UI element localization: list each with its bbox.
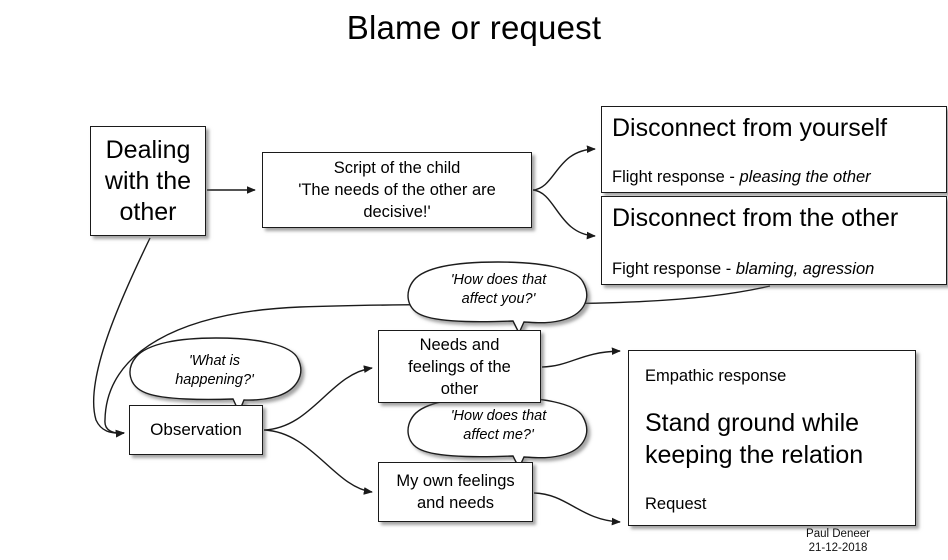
node-stand-ground-heading-line-2: keeping the relation — [645, 441, 864, 469]
edge-observation-to-my-feelings — [263, 429, 373, 495]
node-disconnect-other-heading: Disconnect from the other — [612, 204, 899, 232]
node-stand-ground-heading-line-1: Stand ground while — [645, 409, 860, 437]
node-stand-ground-top-label: Empathic response — [645, 367, 787, 385]
edge-needs-other-to-stand-ground — [541, 347, 621, 368]
node-observation-label: Observation — [150, 420, 242, 439]
edge-disconnect-other-to-observation — [104, 285, 771, 438]
node-my-feelings-line-2: and needs — [416, 494, 495, 512]
node-script-line-2: 'The needs of the other are — [298, 181, 496, 199]
edge-observation-to-needs-other — [263, 365, 373, 431]
node-disconnect-self-subtext: Flight response - pleasing the other — [612, 166, 871, 188]
edge-my-feelings-to-stand-ground — [533, 492, 621, 526]
node-disconnect-other-sub-emphasis: blaming, agression — [735, 260, 875, 278]
bubble-shape-what-is-happening — [129, 337, 302, 414]
node-disconnect-self-sub-emphasis: pleasing the other — [739, 168, 871, 186]
bubble-shape-affect-me — [407, 396, 588, 470]
node-dealing-with-the-other[interactable]: Dealing with the other — [90, 126, 206, 236]
credit-block: Paul Deneer 21-12-2018 — [748, 528, 928, 555]
bubble-shape-affect-you — [407, 261, 588, 335]
node-script-line-1: Script of the child — [333, 159, 461, 177]
node-script-of-the-child[interactable]: Script of the child 'The needs of the ot… — [262, 152, 532, 228]
node-disconnect-self-heading: Disconnect from yourself — [612, 114, 888, 142]
bubble-how-does-that-affect-me[interactable]: 'How does that affect me?' — [411, 399, 586, 457]
bubble-affect-me-line-1: 'How does that — [450, 408, 547, 424]
credit-author: Paul Deneer — [806, 528, 870, 540]
bubble-what-is-happening-line-1: 'What is — [188, 352, 241, 369]
page-title: Blame or request — [346, 9, 602, 46]
bubble-what-is-happening-text: 'What is happening?' — [175, 352, 254, 394]
node-needs-other-line-2: feelings of the — [408, 357, 511, 376]
node-my-own-feelings-and-needs[interactable]: My own feelings and needs — [378, 462, 533, 522]
node-needs-and-feelings-of-the-other[interactable]: Needs and feelings of the other — [378, 330, 541, 403]
bubble-affect-you-line-1: 'How does that — [450, 272, 547, 288]
bubble-what-is-happening-line-2: happening?' — [175, 371, 254, 388]
node-observation[interactable]: Observation — [129, 405, 263, 455]
edge-script-to-disconnect-self — [532, 145, 596, 191]
bubble-affect-me-text: 'How does that affect me?' — [451, 407, 546, 449]
node-stand-ground-while-keeping-the-relation[interactable]: Empathic response Stand ground while kee… — [628, 350, 916, 526]
node-stand-ground-bottom-label: Request — [645, 495, 707, 513]
edge-script-to-disconnect-other — [532, 189, 596, 240]
bubble-what-is-happening[interactable]: 'What is happening?' — [133, 341, 296, 404]
node-disconnect-other-subtext: Fight response - blaming, agression — [612, 258, 874, 280]
node-disconnect-from-yourself[interactable]: Disconnect from yourself Flight response… — [601, 106, 947, 193]
node-my-feelings-line-1: My own feelings — [396, 472, 515, 490]
bubble-affect-you-line-2: affect you?' — [461, 291, 536, 307]
bubble-affect-you-text: 'How does that affect you?' — [451, 271, 546, 313]
node-needs-other-line-3: other — [440, 379, 479, 398]
node-script-line-3: decisive!' — [363, 203, 431, 221]
node-dealing-label: Dealing with the other — [104, 135, 192, 226]
bubble-how-does-that-affect-you[interactable]: 'How does that affect you?' — [411, 264, 586, 320]
node-needs-other-line-1: Needs and — [419, 335, 500, 354]
credit-date: 21-12-2018 — [808, 541, 868, 554]
node-disconnect-other-sub-prefix: Fight response - — [612, 260, 736, 278]
edge-dealing-to-observation — [92, 237, 151, 438]
node-stand-ground-heading: Stand ground while keeping the relation — [645, 407, 863, 471]
bubble-affect-me-line-2: affect me?' — [463, 427, 534, 443]
node-disconnect-from-the-other[interactable]: Disconnect from the other Fight response… — [601, 196, 947, 285]
node-disconnect-self-sub-prefix: Flight response - — [612, 168, 740, 186]
